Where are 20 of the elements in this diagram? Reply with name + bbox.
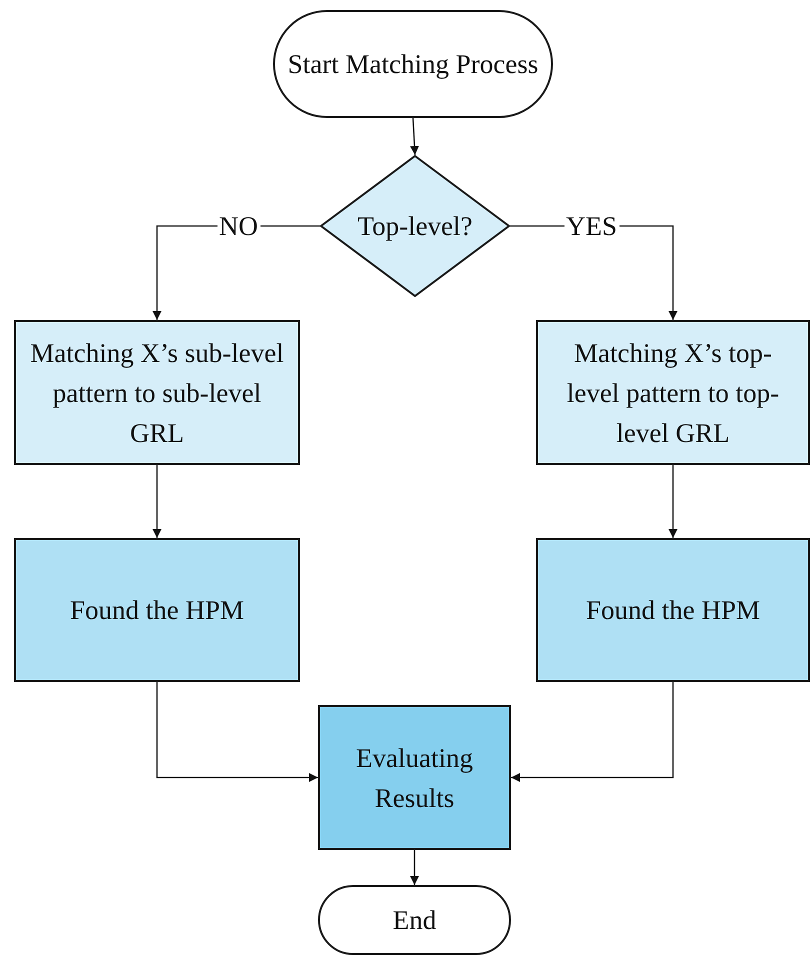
node-label: Top-level? <box>357 210 473 243</box>
arrow <box>410 850 419 885</box>
process-box <box>536 320 810 465</box>
decision-diamond <box>320 155 510 297</box>
node-label: Found the HPM <box>586 594 760 627</box>
arrow <box>152 465 162 538</box>
process-box <box>14 538 300 682</box>
arrow <box>668 465 678 538</box>
node-label: End <box>392 904 436 937</box>
arrow <box>156 682 318 782</box>
process-box <box>318 705 511 850</box>
arrow <box>410 118 419 156</box>
node-label: Matching X’s top-level pattern to top-level GRL <box>566 336 780 450</box>
node-label: Found the HPM <box>70 594 244 627</box>
node-label: Evaluating Results <box>355 742 474 814</box>
process-box <box>536 538 810 682</box>
arrow <box>511 682 674 782</box>
process-box <box>14 320 300 465</box>
node-label: Matching X’s sub-level pattern to sub-level GRL <box>29 336 285 450</box>
node-label: Start Matching Process <box>288 48 538 81</box>
